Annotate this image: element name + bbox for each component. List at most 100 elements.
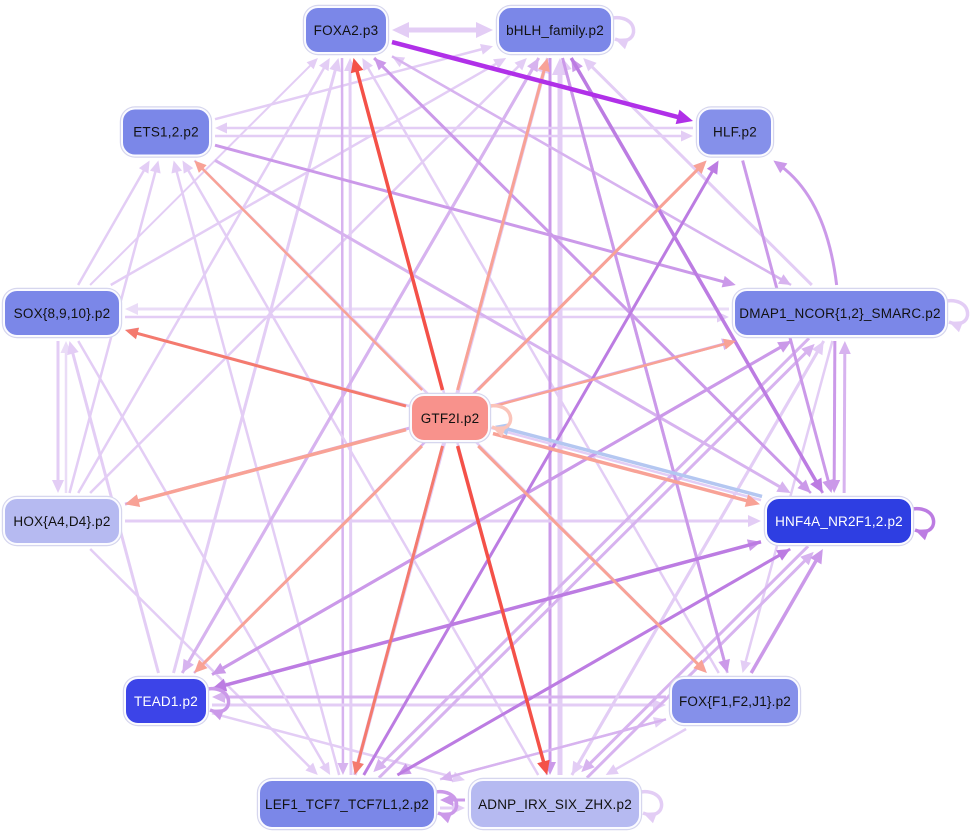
edge-sox-bhlh-arrowhead [493,58,507,69]
edge-foxf-foxa2 [365,64,720,674]
node-gtf2i[interactable]: GTF2I.p2 [410,394,490,442]
edge-lef1-dmap1-arrowhead [801,343,815,358]
edge-gtf2i-dmap1 [493,341,729,408]
edge-adnp-bhlh-arrowhead [552,58,568,75]
edge-foxa2-lef1-arrowhead [337,762,349,776]
edge-hlf-ets-arrowhead [215,122,227,134]
edge-foxf-adnp [612,727,687,772]
edge-tead1-sox-arrowhead [67,341,79,356]
edge-hox-ets-arrowhead [149,160,161,174]
edge-adnp-hnf4a-arrowhead [800,551,814,566]
edge-foxa2-lef1 [340,58,345,767]
edge-gtf2i-foxf-arrowhead [693,659,707,673]
edge-lef1-hnf4a [396,552,784,777]
self-loop-bhlh-arrowhead [615,38,630,50]
node-bhlh[interactable]: bHLH_family.p2 [497,6,613,54]
edge-adnp-dmap1-arrowhead [812,341,824,356]
edge-dmap1-hlf [779,164,839,286]
edge-bhlh-hnf4a-arrowhead [810,477,823,493]
edge-lef1-foxa2 [348,67,353,775]
edge-gtf2i-lef1 [355,445,444,767]
edge-ets-bhlh-arrowhead [479,43,493,55]
edge-hox-foxa2-arrowhead [319,58,330,72]
edge-foxf-hnf4a-arrowhead [810,549,823,565]
edge-foxf-lef1 [447,718,667,779]
node-tead1[interactable]: TEAD1.p2 [124,677,208,725]
edge-foxa2-dmap1-arrowhead [777,274,792,285]
edge-sox-hox-arrowhead [52,480,64,493]
edge-hox-hnf4a-arrowhead [748,515,761,527]
edge-gtf2i-sox-arrowhead [125,327,140,340]
edge-hox-bhlh-arrowhead [514,58,527,71]
edge-gtf2i-foxa2 [354,67,445,391]
edge-gtf2i-hnf4a-arrowhead [744,494,760,507]
node-dmap1[interactable]: DMAP1_NCOR{1,2}_SMARC.p2 [733,289,947,337]
node-hox[interactable]: HOX{A4,D4}.p2 [3,497,121,545]
edge-bhlh-foxf [561,57,727,665]
edge-foxa2-hnf4a-arrowhead [797,479,811,493]
edge-lef1-ets [174,168,341,776]
edge-gtf2i-ets-arrowhead [194,160,207,173]
node-hnf4a[interactable]: HNF4A_NR2F1,2.p2 [765,497,913,545]
edge-foxf-lef1-arrowhead [440,770,454,782]
edge-adnp-lef1-arrowhead [440,794,453,806]
edge-hox-lef1 [89,548,313,770]
edge-bhlh-hnf4a [569,57,820,486]
edge-adnp-ets [185,167,540,776]
edge-foxa2-bhlh-arrowhead [476,22,493,38]
edge-foxa2-hlf [391,39,683,121]
edge-gtf2i-tead1-arrowhead [194,659,208,673]
edge-gtf2i-hox [134,427,407,504]
edge-dmap1-hnf4a [832,340,837,484]
edge-gtf2i-foxa2-arrowhead [350,58,364,74]
edge-hox-lef1-arrowhead [305,762,318,775]
edge-gtf2i-tead1 [199,444,423,668]
edge-gtf2i-hox-arrowhead [125,494,141,507]
edge-ets-dmap1 [214,143,728,285]
edge-adnp-dmap1 [570,348,821,776]
edge-ets-dmap1-arrowhead [721,275,736,288]
edge-dmap1-lef1 [378,337,811,767]
edge-ets-hnf4a [214,159,784,490]
node-adnp[interactable]: ADNP_IRX_SIX_ZHX.p2 [469,779,641,829]
edge-foxf-foxa2-arrowhead [362,58,374,72]
edge-dmap1-bhlh [588,63,813,287]
edge-foxa2-hlf-arrowhead [675,109,693,125]
edge-foxa2-dmap1 [391,55,785,282]
edge-hnf4a-gtf2i [504,426,763,499]
node-hlf[interactable]: HLF.p2 [697,107,773,157]
edge-gtf2i-hlf [476,165,702,392]
self-loop-lef1-arrowhead [438,812,453,824]
node-foxf[interactable]: FOX{F1,F2,J1}.p2 [670,677,800,725]
edge-bhlh-tead1 [185,57,541,666]
edge-gtf2i-adnp-arrowhead [537,759,550,775]
node-lef1[interactable]: LEF1_TCF7_TCF7L1,2.p2 [258,779,436,829]
edge-gtf2i-bhlh [456,66,547,391]
self-loop-adnp-arrowhead [643,812,658,824]
edge-foxa2-bhlh-arrowhead-start [392,22,409,38]
self-loop-tead1-arrowhead [210,709,225,721]
edge-sox-ets-arrowhead [138,160,150,174]
node-sox[interactable]: SOX{8,9,10}.p2 [3,289,121,337]
edge-tead1-adnp [211,711,458,780]
edge-foxf-hnf4a [749,556,820,674]
edge-foxa2-hnf4a [373,56,806,488]
edge-sox-foxa2 [89,62,314,286]
edge-gtf2i-hlf-arrowhead [693,160,707,174]
edge-bhlh-foxf-arrowhead [718,658,730,673]
edge-gtf2i-adnp [455,445,547,767]
edge-sox-bhlh [110,61,500,287]
edge-lef1-hlf [362,167,716,776]
node-foxa2[interactable]: FOXA2.p3 [304,6,388,54]
edge-sox-foxa2-arrowhead [306,58,318,70]
node-ets[interactable]: ETS1,2.p2 [121,107,211,157]
edge-gtf2i-foxf [477,444,702,668]
edge-dmap1-hlf-arrowhead [773,160,788,174]
edge-tead1-foxa2 [172,66,338,674]
edge-adnp-ets-arrowhead [182,160,194,174]
edge-dmap1-lef1-arrowhead [373,758,387,773]
edge-sox-lef1 [77,340,328,769]
edge-hnf4a-dmap1 [842,350,847,494]
self-loop-gtf2i-arrowhead [492,426,507,438]
